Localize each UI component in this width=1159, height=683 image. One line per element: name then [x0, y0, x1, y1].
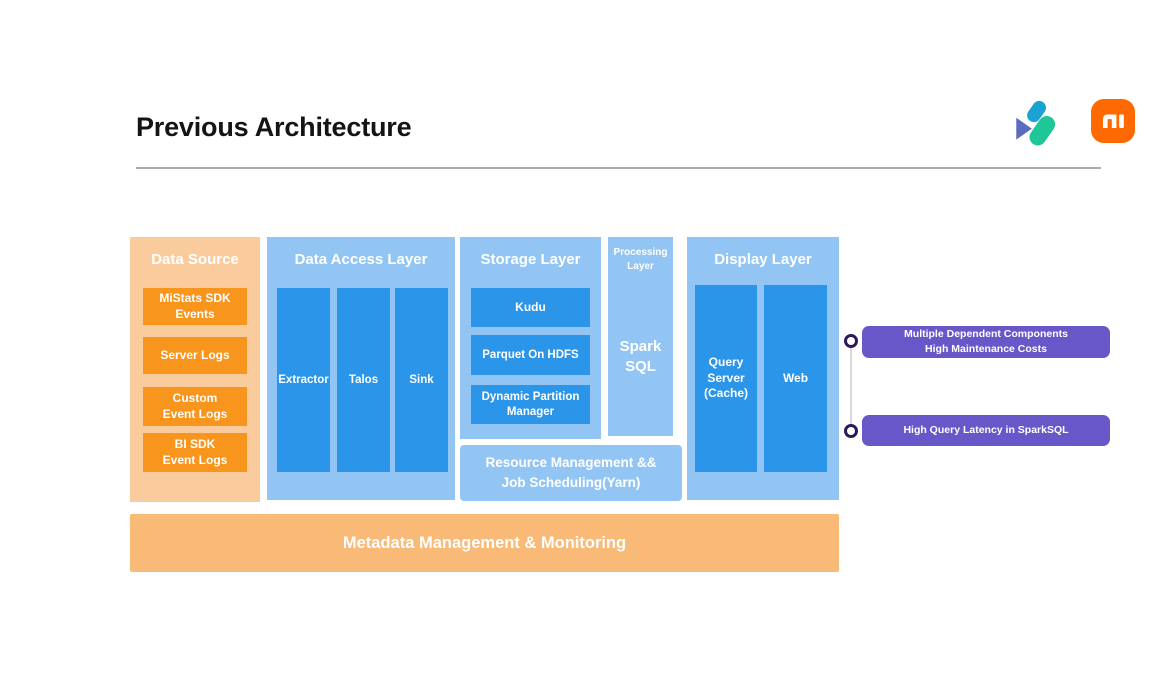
box-label: Manager	[506, 405, 555, 418]
box-label: Event Logs	[162, 406, 228, 421]
box-label: BI SDK	[174, 436, 216, 451]
bar-label: Resource Management &&	[485, 454, 657, 470]
callout-line: High Query Latency in SparkSQL	[903, 424, 1069, 437]
box-label: (Cache)	[703, 386, 748, 401]
callout-bullet-icon	[844, 334, 858, 348]
box-custom-event-logs: Custom Event Logs	[143, 387, 247, 426]
box-kudu: Kudu	[471, 288, 590, 327]
box-bi-sdk-event-logs: BI SDK Event Logs	[143, 433, 247, 472]
box-label: MiStats SDK	[159, 290, 231, 305]
callout-high-maintenance: Multiple Dependent Components High Maint…	[862, 326, 1110, 358]
callout-query-latency: High Query Latency in SparkSQL	[862, 415, 1110, 446]
panel-data-source: Data Source MiStats SDK Events Server Lo…	[130, 237, 260, 502]
col-label-text: Extractor	[278, 373, 329, 386]
box-label: Dynamic Partition	[481, 390, 580, 403]
spark-line: SQL	[625, 357, 656, 375]
bar-label: Job Scheduling(Yarn)	[501, 475, 641, 490]
col-label-text: Talos	[348, 373, 379, 386]
col-sink: Sink	[395, 288, 448, 472]
callout-bullet-icon	[844, 424, 858, 438]
resource-management-bar: Resource Management && Job Scheduling(Ya…	[460, 445, 682, 501]
callout-connector-line	[850, 347, 852, 425]
product-logo-icon	[1016, 100, 1056, 146]
col-label-text: Sink	[409, 373, 434, 386]
box-label: Parquet On HDFS	[482, 348, 579, 361]
box-label: Server Logs	[160, 347, 230, 362]
box-server-logs: Server Logs	[143, 337, 247, 374]
col-talos: Talos	[337, 288, 390, 472]
box-label: Event Logs	[162, 452, 228, 467]
bar-label: Metadata Management & Monitoring	[342, 533, 627, 552]
callout-line: High Maintenance Costs	[925, 343, 1047, 355]
spark-sql-label: Spark SQL	[608, 337, 673, 376]
panel-data-access-layer: Data Access Layer Extractor Talos Sink	[267, 237, 455, 500]
processing-layer-title: Processing Layer	[613, 247, 668, 272]
data-source-title: Data Source	[151, 251, 239, 268]
data-access-layer-title: Data Access Layer	[294, 251, 428, 268]
xiaomi-mi-logo-icon	[1091, 99, 1135, 143]
box-mistats-sdk-events: MiStats SDK Events	[143, 288, 247, 325]
box-label: Custom	[172, 390, 218, 405]
panel-storage-layer: Storage Layer Kudu Parquet On HDFS Dynam…	[460, 237, 601, 439]
storage-layer-title: Storage Layer	[480, 251, 581, 268]
panel-processing-layer: Processing Layer Spark SQL	[608, 237, 673, 436]
box-label: Kudu	[515, 299, 546, 314]
col-extractor: Extractor	[277, 288, 330, 472]
col-web: Web	[764, 285, 827, 472]
box-dynamic-partition-manager: Dynamic Partition Manager	[471, 385, 590, 424]
display-layer-title: Display Layer	[714, 251, 812, 268]
title-separator	[136, 167, 1101, 169]
page-title: Previous Architecture	[136, 112, 412, 142]
box-label: Query	[708, 355, 744, 370]
box-label: Web	[782, 370, 809, 385]
box-label: Server	[707, 370, 745, 385]
metadata-management-bar: Metadata Management & Monitoring	[130, 514, 839, 572]
box-label: Events	[175, 306, 215, 321]
col-query-server-cache: Query Server (Cache)	[695, 285, 757, 472]
callout-line: Multiple Dependent Components	[904, 328, 1068, 341]
spark-line: Spark	[619, 338, 662, 355]
panel-display-layer: Display Layer Query Server (Cache) Web	[687, 237, 839, 500]
box-parquet-on-hdfs: Parquet On HDFS	[471, 335, 590, 375]
